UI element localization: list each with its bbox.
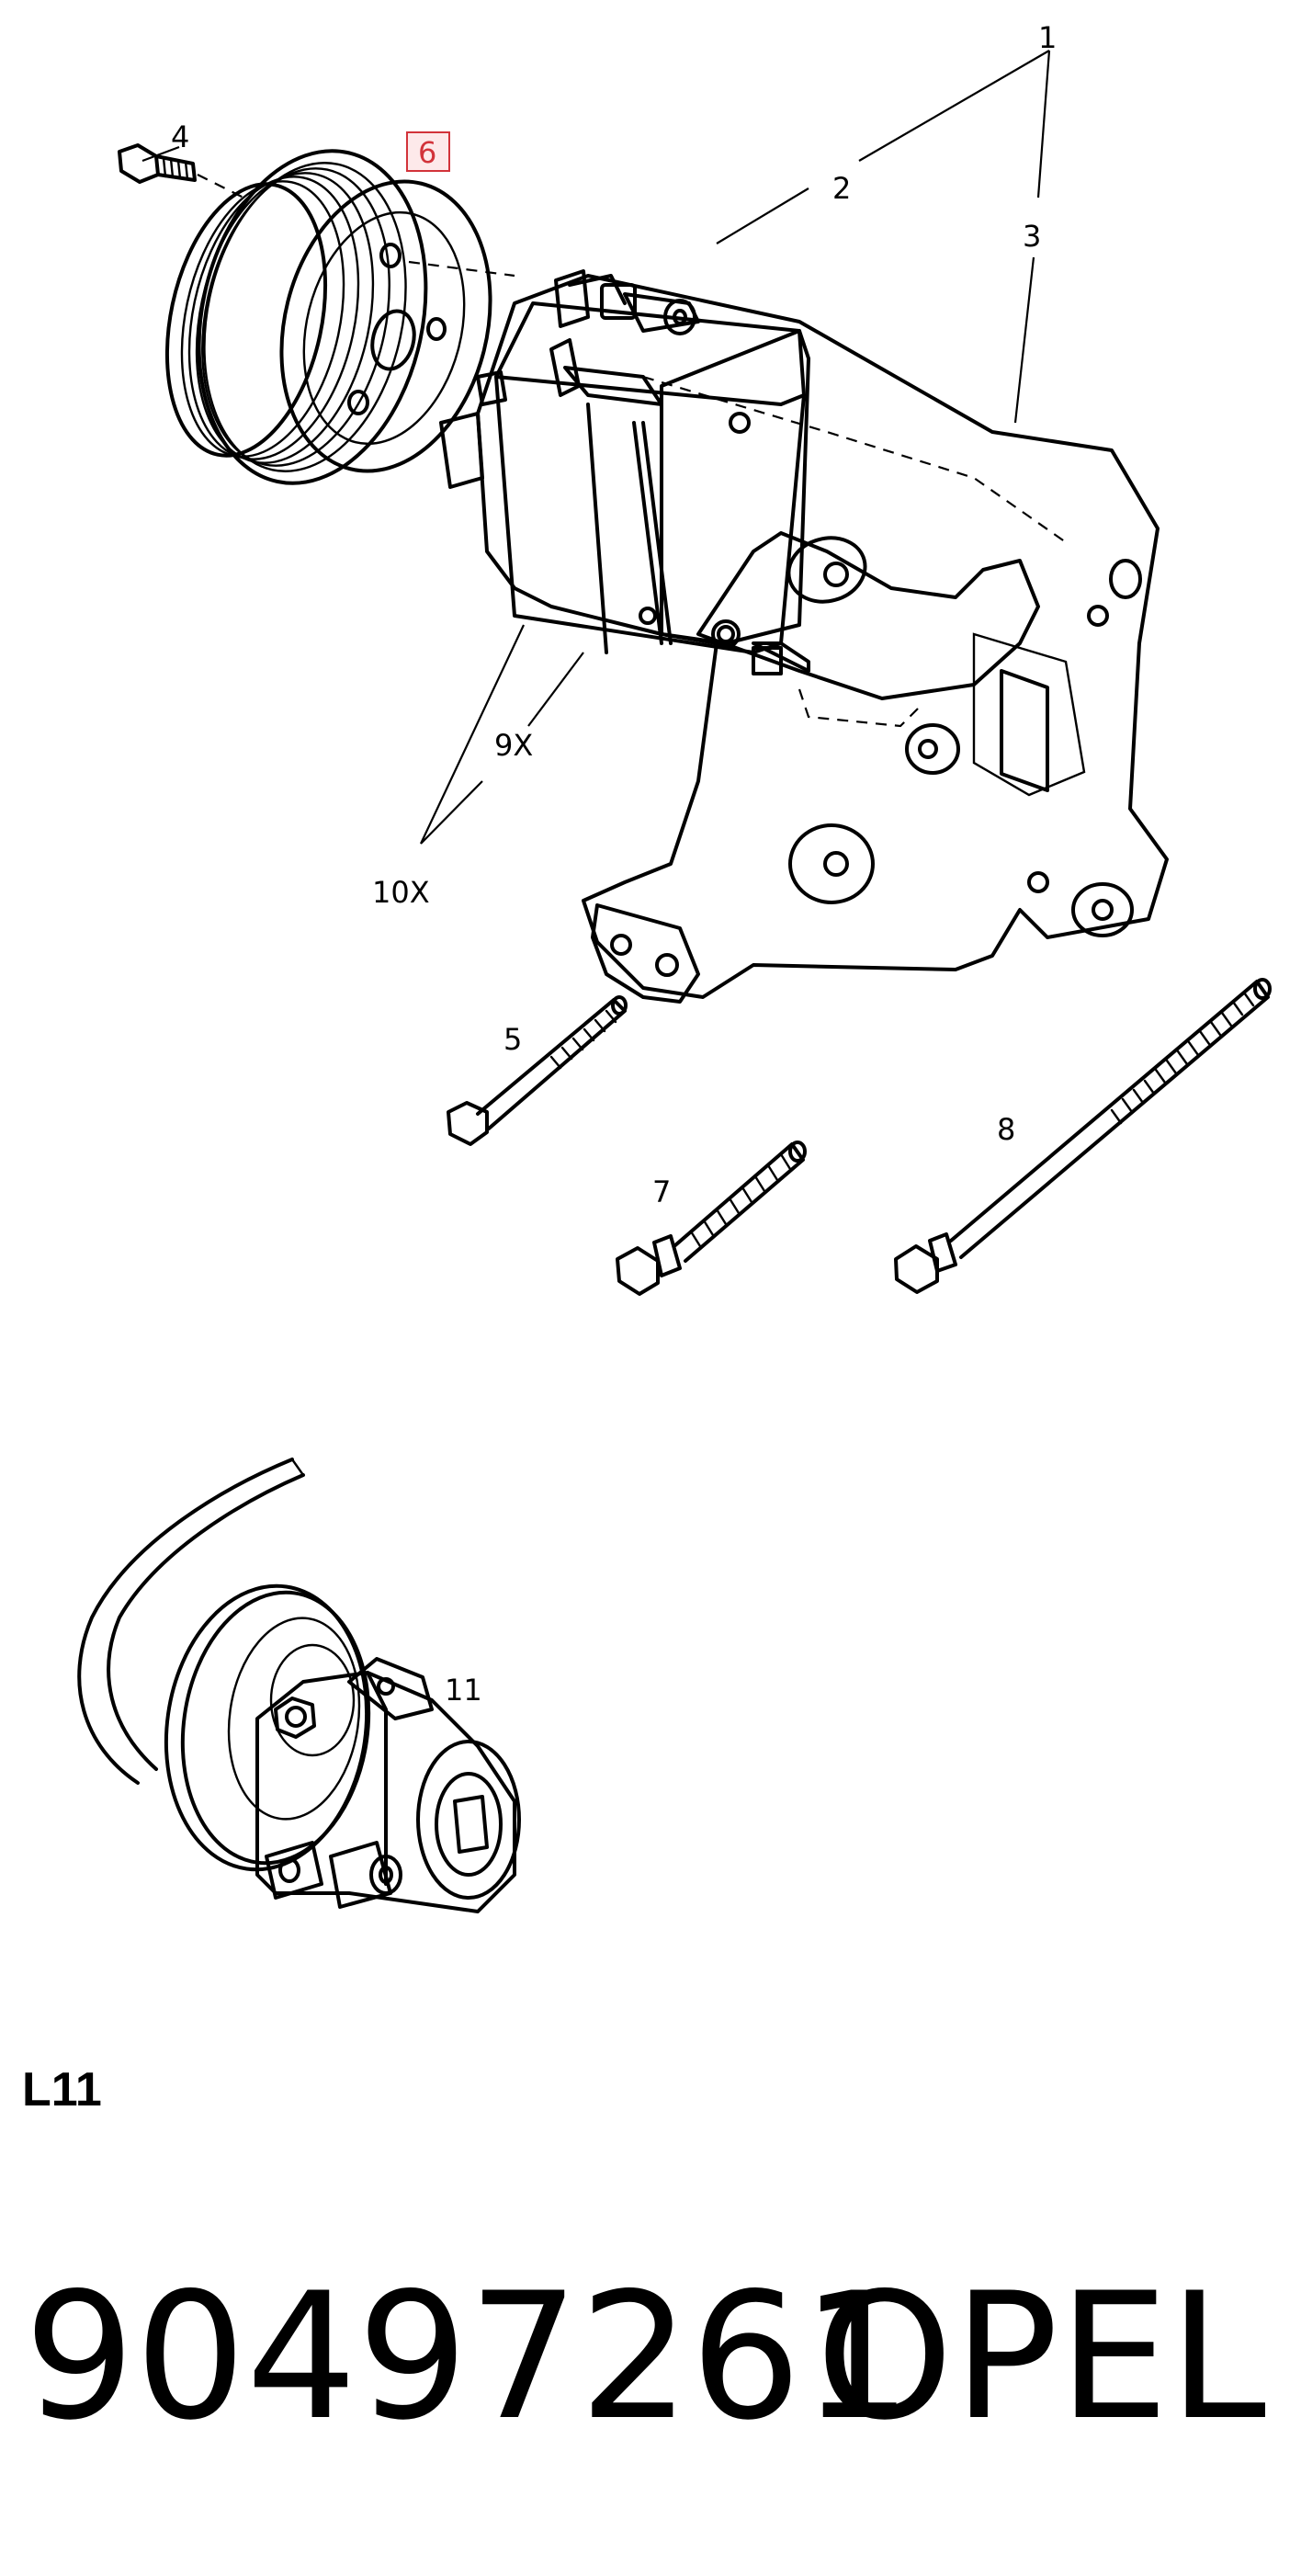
callout-7: 7 bbox=[652, 1175, 671, 1209]
bolt-part-8[interactable] bbox=[894, 978, 1272, 1294]
bolt-part-7[interactable] bbox=[616, 1140, 807, 1296]
callout-3: 3 bbox=[1023, 219, 1041, 254]
bolt-part-4[interactable] bbox=[118, 143, 244, 199]
bolt-part-5[interactable] bbox=[447, 995, 628, 1146]
part-number: 90497261 bbox=[24, 2255, 913, 2458]
highlight-box-6 bbox=[406, 131, 450, 172]
callout-6[interactable]: 6 bbox=[418, 135, 436, 170]
leader-lines bbox=[141, 50, 1051, 845]
brand-name: OPEL bbox=[815, 2255, 1266, 2458]
callout-1: 1 bbox=[1038, 20, 1057, 55]
callout-9x: 9X bbox=[494, 728, 533, 763]
callout-11: 11 bbox=[445, 1673, 482, 1708]
variant-label: L11 bbox=[22, 2063, 102, 2116]
power-steering-pump-assembly[interactable] bbox=[439, 269, 1169, 1004]
callout-8: 8 bbox=[997, 1112, 1015, 1147]
callout-10x: 10X bbox=[372, 875, 430, 910]
callout-2: 2 bbox=[832, 171, 851, 206]
callout-5: 5 bbox=[503, 1022, 522, 1057]
pulley-part-6[interactable] bbox=[144, 130, 520, 505]
pump-variant-part-11[interactable] bbox=[77, 1458, 521, 1913]
callout-4: 4 bbox=[171, 119, 189, 154]
